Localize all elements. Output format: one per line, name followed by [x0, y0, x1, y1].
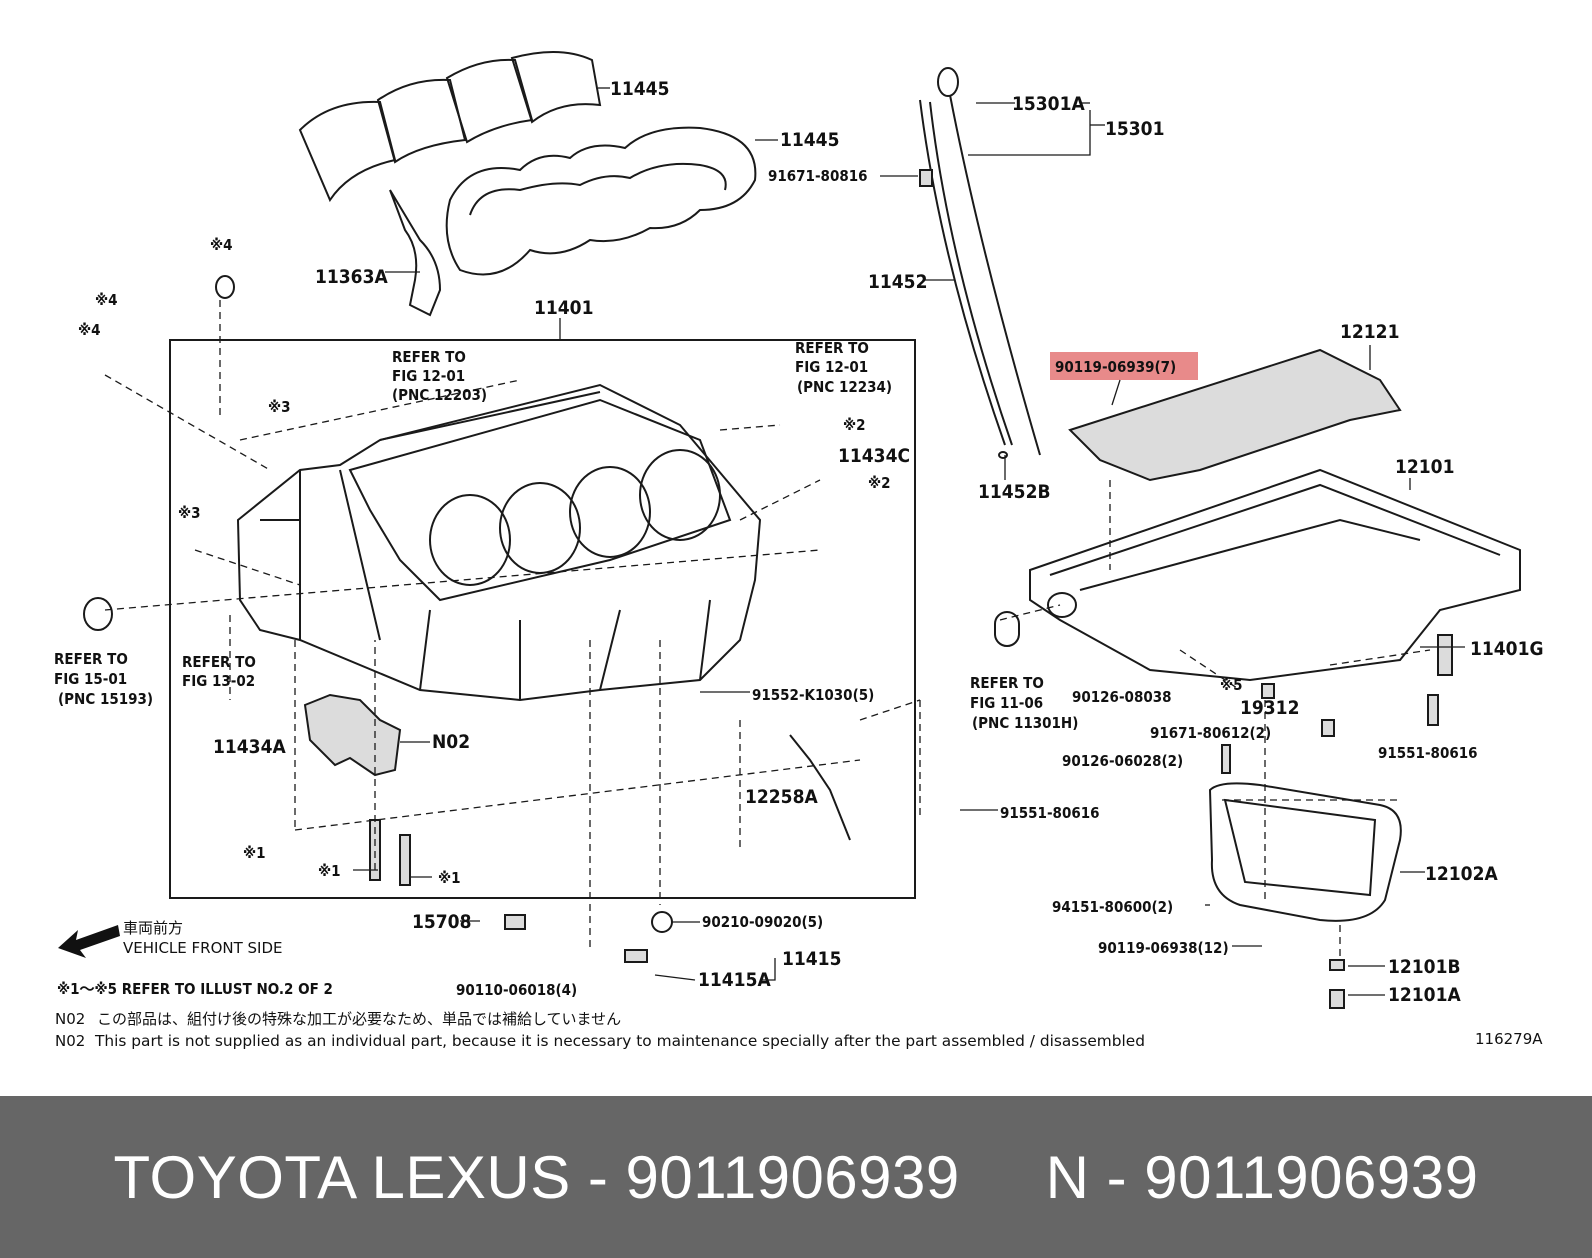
label-91551-80616-right: 91551-80616	[1378, 744, 1478, 762]
nozzle-12258a	[789, 734, 851, 841]
fitting-11415	[624, 949, 648, 963]
label-15708: 15708	[412, 911, 471, 933]
label-11445-lower: 11445	[780, 129, 839, 151]
refer-11301-line2: FIG 11-06	[970, 694, 1043, 712]
label-11401: 11401	[534, 297, 593, 319]
label-11445-upper: 11445	[610, 78, 669, 100]
refer-12234-line1: REFER TO	[795, 339, 869, 357]
stud-11401g	[1437, 634, 1453, 676]
parts-diagram: 11445 11445 15301A 15301 91671-80816 113…	[54, 51, 1544, 1050]
mark-1-a: ※1	[243, 844, 266, 862]
refer-15193-line2: FIG 15-01	[54, 670, 127, 688]
n02-en-code: N02	[55, 1032, 85, 1050]
label-12101: 12101	[1395, 456, 1454, 478]
n02-en-note: This part is not supplied as an individu…	[94, 1032, 1145, 1050]
label-91671-80816: 91671-80816	[768, 167, 868, 185]
bearing-shells-lower	[445, 126, 757, 276]
label-90119-06939: 90119-06939(7)	[1055, 358, 1176, 376]
oil-pan-baffle	[1068, 348, 1402, 482]
refer-12234-line3: (PNC 12234)	[797, 378, 892, 396]
label-91671-80612: 91671-80612(2)	[1150, 724, 1271, 742]
stud-small	[1221, 744, 1231, 774]
oil-pan-lower	[1208, 782, 1402, 922]
seal-washer-4	[215, 275, 235, 299]
label-90210-09020: 90210-09020(5)	[702, 913, 823, 931]
label-90110-06018: 90110-06018(4)	[456, 981, 577, 999]
label-11434a: 11434A	[213, 736, 286, 758]
refer-13-02-line1: REFER TO	[182, 653, 256, 671]
label-n02: N02	[432, 731, 470, 753]
bearing-cap	[303, 693, 402, 777]
label-11401g: 11401G	[1470, 638, 1544, 660]
label-12101b: 12101B	[1388, 956, 1461, 978]
n02-jp-note: この部品は、組付け後の特殊な加工が必要なため、単品では補給していません	[97, 1010, 621, 1028]
mark-1-c: ※1	[438, 869, 461, 887]
label-19312: 19312	[1240, 697, 1299, 719]
label-91552-k1030: 91552-K1030(5)	[752, 686, 874, 704]
cylinder-block-frame	[169, 339, 916, 899]
mark-2-a: ※2	[843, 416, 866, 434]
highlight-box	[1050, 352, 1198, 380]
label-94151-80600: 94151-80600(2)	[1052, 898, 1173, 916]
footer-bar: TOYOTA LEXUS - 9011906939 N - 9011906939	[0, 1096, 1592, 1258]
bolt-small-2	[1321, 719, 1335, 737]
oil-pan-upper	[1029, 468, 1521, 682]
label-diagram-id: 116279A	[1475, 1030, 1543, 1048]
mark-3-a: ※3	[268, 398, 291, 416]
bolt-small-3	[1427, 694, 1439, 726]
label-12101a: 12101A	[1388, 984, 1461, 1006]
label-11363a: 11363A	[315, 266, 388, 288]
mark-2-b: ※2	[868, 474, 891, 492]
refer-11301-line1: REFER TO	[970, 674, 1044, 692]
label-11415: 11415	[782, 948, 841, 970]
gasket-90210	[651, 911, 673, 933]
label-91551-80616-mid: 91551-80616	[1000, 804, 1100, 822]
label-11452: 11452	[868, 271, 927, 293]
label-90119-06938: 90119-06938(12)	[1098, 939, 1229, 957]
mark-3-b: ※3	[178, 504, 201, 522]
bolt-9015-b	[399, 834, 411, 886]
refer-15193-line3: (PNC 15193)	[58, 690, 153, 708]
plug-12101a	[1329, 989, 1345, 1009]
oil-seal-rear	[994, 611, 1020, 647]
mark-1-b: ※1	[318, 862, 341, 880]
mark-4-left-b: ※4	[78, 321, 101, 339]
label-15301a: 15301A	[1012, 93, 1085, 115]
refer-12203-line3: (PNC 12203)	[392, 386, 487, 404]
label-15301: 15301	[1105, 118, 1164, 140]
label-12258a: 12258A	[745, 786, 818, 808]
cylinder-block	[236, 383, 762, 702]
label-90126-08038: 90126-08038	[1072, 688, 1172, 706]
n02-jp-code: N02	[55, 1010, 85, 1028]
front-side-en: VEHICLE FRONT SIDE	[123, 939, 283, 957]
assembly-lines	[104, 300, 1431, 960]
front-side-jp: 車両前方	[123, 919, 183, 937]
refer-12234-line2: FIG 12-01	[795, 358, 868, 376]
mark-4-left-a: ※4	[95, 291, 118, 309]
label-11415a: 11415A	[698, 969, 771, 991]
mark-4-top: ※4	[210, 236, 233, 254]
label-11434c: 11434C	[838, 445, 910, 467]
refer-15193-line1: REFER TO	[54, 650, 128, 668]
refer-11301-line3: (PNC 11301H)	[972, 714, 1078, 732]
mark-5: ※5	[1220, 676, 1243, 694]
bolt-small	[1261, 683, 1275, 699]
oil-seal-front	[83, 597, 113, 631]
label-90126-06028: 90126-06028(2)	[1062, 752, 1183, 770]
front-arrow-icon	[58, 925, 120, 958]
plug-12101b	[1329, 959, 1345, 971]
dipstick-assembly	[919, 67, 1041, 456]
refer-illust-note: ※1～※5 REFER TO ILLUST NO.2 OF 2	[57, 980, 333, 998]
label-12102a: 12102A	[1425, 863, 1498, 885]
label-11452b: 11452B	[978, 481, 1051, 503]
sensor-15708	[504, 914, 526, 930]
footer-part-number: TOYOTA LEXUS - 9011906939 N - 9011906939	[113, 1143, 1479, 1211]
bearing-shells-upper	[298, 51, 602, 203]
label-12121: 12121	[1340, 321, 1399, 343]
baffle-part	[389, 189, 442, 317]
refer-12203-line2: FIG 12-01	[392, 367, 465, 385]
refer-13-02-line2: FIG 13-02	[182, 672, 255, 690]
refer-12203-line1: REFER TO	[392, 348, 466, 366]
